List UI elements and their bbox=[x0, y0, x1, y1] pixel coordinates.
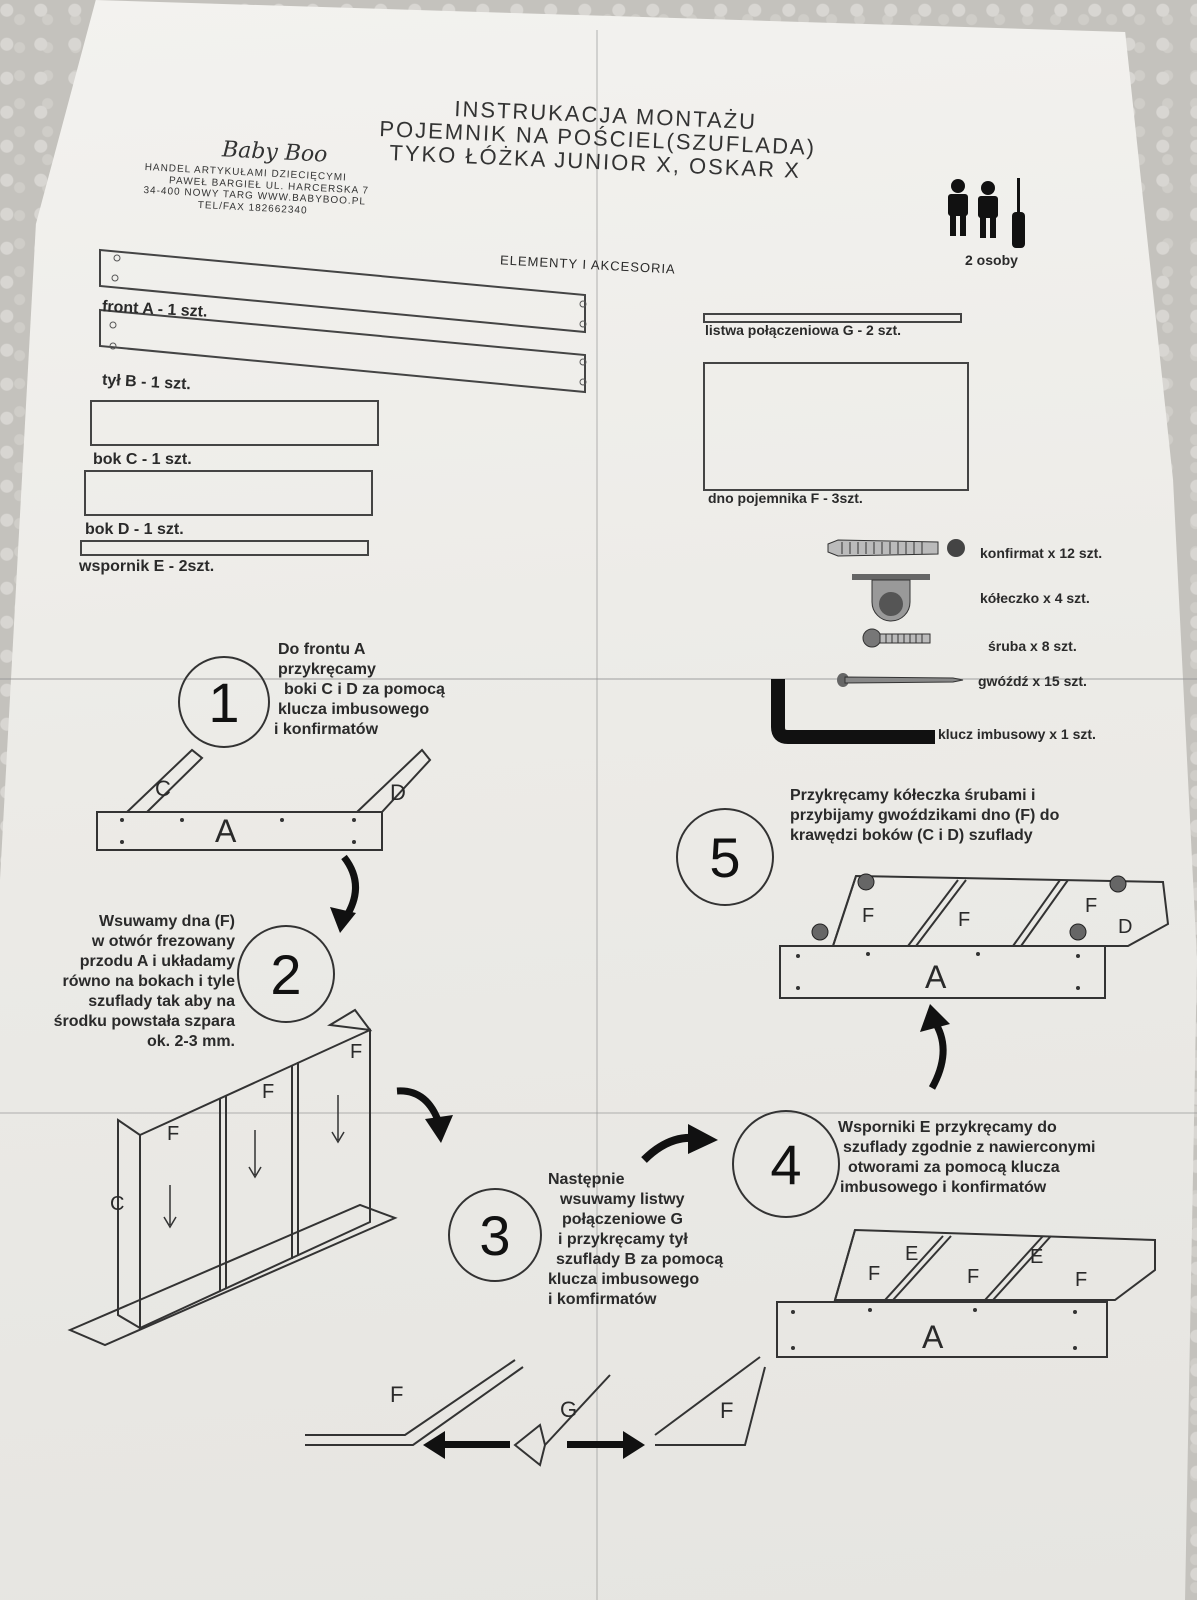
accessory-label: konfirmat x 12 szt. bbox=[980, 545, 1103, 561]
nail-icon bbox=[837, 673, 964, 687]
part-C-label: bok C - 1 szt. bbox=[93, 451, 192, 468]
screw-confirmat-icon bbox=[827, 539, 965, 557]
step-line: przybijamy gwoździkami dno (F) do bbox=[790, 807, 1060, 824]
step-2-instruction: Wsuwamy dna (F) w otwór frezowany przodu… bbox=[35, 912, 235, 1052]
step-line: i konfirmatów bbox=[274, 721, 379, 738]
step-line: Wsporniki E przykręcamy do bbox=[838, 1119, 1057, 1136]
part-C-drawing bbox=[90, 400, 379, 446]
accessory-label: śruba x 8 szt. bbox=[988, 638, 1077, 654]
screw-icon bbox=[862, 628, 931, 648]
diagram-label-D: D bbox=[1118, 916, 1133, 938]
step-line: krawędzi boków (C i D) szuflady bbox=[790, 827, 1033, 844]
step-line: szuflady B za pomocą bbox=[556, 1251, 724, 1268]
step-number-circle: 5 bbox=[676, 808, 774, 906]
diagram-label-A: A bbox=[922, 1319, 944, 1355]
diagram-label-F: F bbox=[390, 1382, 404, 1407]
step-line: połączeniowe G bbox=[562, 1211, 683, 1228]
two-persons-screwdriver-icon bbox=[948, 178, 1025, 248]
step-number-circle: 3 bbox=[448, 1188, 542, 1282]
diagram-label-E: E bbox=[1030, 1246, 1044, 1268]
part-D-label: bok D - 1 szt. bbox=[85, 521, 184, 538]
step-3-diagram bbox=[305, 1356, 766, 1467]
step-number-circle: 4 bbox=[732, 1110, 840, 1218]
part-G-drawing bbox=[703, 313, 962, 323]
fold-line bbox=[596, 30, 598, 1600]
diagram-label-A: A bbox=[215, 813, 237, 849]
diagram-label-D: D bbox=[390, 780, 406, 805]
step-line: i komfirmatów bbox=[548, 1291, 657, 1308]
step-number-circle: 1 bbox=[178, 656, 270, 748]
step-line: przodu A i układamy bbox=[79, 953, 235, 970]
diagram-label-F: F bbox=[1075, 1269, 1088, 1291]
diagram-label-C: C bbox=[155, 776, 171, 801]
part-E-label: wspornik E - 2szt. bbox=[79, 558, 215, 575]
step-4-diagram bbox=[776, 1228, 1156, 1358]
arrow-icon bbox=[641, 1124, 718, 1163]
accessory-label: gwóźdź x 15 szt. bbox=[978, 673, 1087, 689]
diagram-label-F: F bbox=[868, 1263, 881, 1285]
step-line: szuflady tak aby na bbox=[88, 993, 235, 1010]
step-line: klucza imbusowego bbox=[548, 1271, 700, 1288]
diagram-label-F: F bbox=[262, 1081, 275, 1103]
step-line: klucza imbusowego bbox=[278, 701, 430, 718]
diagram-label-F: F bbox=[862, 905, 875, 927]
part-A-B-drawing bbox=[99, 248, 587, 394]
step-line: równo na bokach i tyle bbox=[62, 973, 235, 990]
diagram-label-F: F bbox=[967, 1266, 980, 1288]
step-line: wsuwamy listwy bbox=[560, 1191, 685, 1208]
step-line: i przykręcamy tył bbox=[558, 1231, 688, 1248]
step-line: boki C i D za pomocą bbox=[284, 681, 445, 698]
step-line: środku powstała szpara bbox=[53, 1013, 235, 1030]
step-line: Przykręcamy kółeczka śrubami i bbox=[790, 787, 1036, 804]
diagram-label-F: F bbox=[720, 1398, 734, 1423]
part-F-drawing bbox=[703, 362, 969, 491]
fold-line bbox=[0, 1112, 1197, 1114]
part-E-drawing bbox=[80, 540, 369, 556]
step-line: imbusowego i konfirmatów bbox=[840, 1179, 1047, 1196]
diagram-label-F: F bbox=[1085, 895, 1098, 917]
arrow-icon bbox=[330, 854, 359, 933]
persons-label: 2 osoby bbox=[965, 252, 1018, 268]
step-2-diagram bbox=[67, 1008, 398, 1347]
arrow-icon bbox=[396, 1087, 453, 1143]
diagram-label-A: A bbox=[925, 959, 947, 995]
allen-key-icon bbox=[771, 679, 935, 744]
diagram-label-G: G bbox=[560, 1397, 578, 1422]
accessory-label: klucz imbusowy x 1 szt. bbox=[938, 726, 1096, 742]
caster-wheel-icon bbox=[852, 574, 930, 622]
part-F-label: dno pojemnika F - 3szt. bbox=[708, 490, 863, 506]
part-D-drawing bbox=[84, 470, 373, 516]
diagram-label-C: C bbox=[110, 1193, 125, 1215]
step-line: ok. 2-3 mm. bbox=[146, 1033, 235, 1050]
step-4-instruction: Wsporniki E przykręcamy do szuflady zgod… bbox=[838, 1118, 1096, 1198]
arrow-icon bbox=[920, 1004, 950, 1090]
step-3-instruction: Następnie wsuwamy listwy połączeniowe G … bbox=[548, 1170, 723, 1310]
step-1-instruction: Do frontu A przykręcamy boki C i D za po… bbox=[274, 640, 445, 740]
step-line: przykręcamy bbox=[278, 661, 376, 678]
diagram-label-E: E bbox=[905, 1243, 919, 1265]
diagram-label-F: F bbox=[167, 1123, 180, 1145]
step-line: Następnie bbox=[548, 1171, 625, 1188]
diagram-label-F: F bbox=[350, 1041, 363, 1063]
step-5-instruction: Przykręcamy kółeczka śrubami i przybijam… bbox=[790, 786, 1059, 846]
step-line: otworami za pomocą klucza bbox=[848, 1159, 1060, 1176]
step-line: Wsuwamy dna (F) bbox=[98, 913, 235, 930]
step-line: Do frontu A bbox=[278, 641, 366, 658]
step-line: w otwór frezowany bbox=[91, 933, 235, 950]
fold-line bbox=[0, 678, 1197, 680]
accessory-label: kółeczko x 4 szt. bbox=[980, 590, 1090, 606]
step-number-circle: 2 bbox=[237, 925, 335, 1023]
step-line: szuflady zgodnie z nawierconymi bbox=[843, 1139, 1096, 1156]
step-5-diagram bbox=[779, 873, 1170, 999]
part-G-label: listwa połączeniowa G - 2 szt. bbox=[705, 322, 902, 338]
diagram-label-F: F bbox=[958, 909, 971, 931]
step-1-diagram bbox=[96, 748, 432, 851]
